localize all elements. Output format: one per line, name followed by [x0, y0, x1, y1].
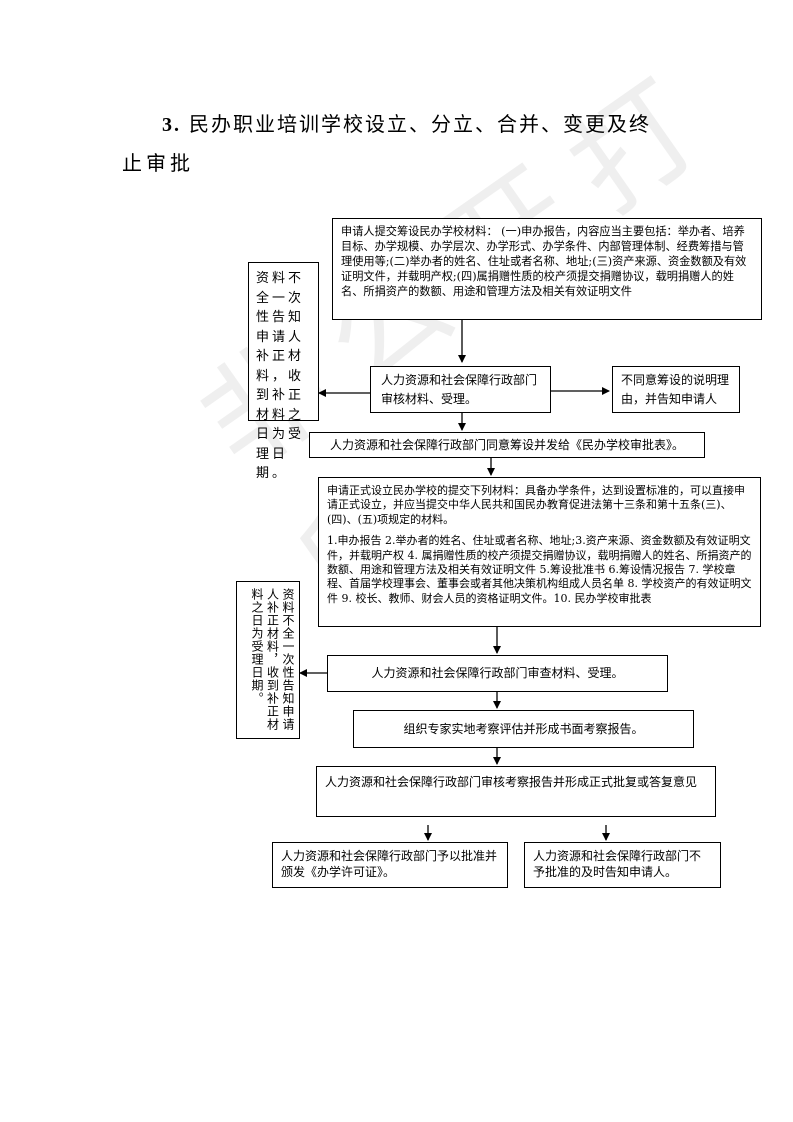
formal-apply-box: 申请正式设立民办学校的提交下列材料：具备办学条件，达到设置标准的，可以直接申请正… — [318, 477, 761, 627]
title-line-2: 止审批 — [122, 151, 194, 175]
title-line-1: 民办职业培训学校设立、分立、合并、变更及终 — [189, 112, 651, 136]
apply-materials-box: 申请人提交筹设民办学校材料： (一)申办报告，内容应当主要包括：举办者、培养目标… — [332, 218, 762, 320]
incomplete-notice-box-1: 资料不全一次性告知申请人补正材料，收到补正材料之日为受理日期。 — [248, 262, 319, 481]
formal-apply-intro: 申请正式设立民办学校的提交下列材料：具备办学条件，达到设置标准的，可以直接申请正… — [327, 484, 745, 526]
reject-final-box: 人力资源和社会保障行政部门不予批准的及时告知申请人。 — [524, 842, 721, 888]
incomplete-notice-box-2: 资料不全一次性告知申请人补正材料，收到补正材料之日为受理日期。 — [236, 581, 300, 739]
final-review-box: 人力资源和社会保障行政部门审核考察报告并形成正式批复或答复意见 — [316, 766, 716, 817]
formal-apply-list: 1.申办报告 2.举办者的姓名、住址或者名称、地址;3.资产来源、资金数额及有效… — [327, 534, 752, 605]
review-box-2: 人力资源和社会保障行政部门审查材料、受理。 — [327, 655, 668, 692]
reject-box-1: 不同意筹设的说明理由，并告知申请人 — [612, 366, 740, 413]
review-box-1: 人力资源和社会保障行政部门审核材料、受理。 — [370, 366, 551, 413]
section-number: 3. — [162, 114, 181, 136]
approve-prep-box: 人力资源和社会保障行政部门同意筹设并发给《民办学校审批表》。 — [309, 432, 705, 458]
approve-final-box: 人力资源和社会保障行政部门予以批准并颁发《办学许可证》。 — [272, 842, 508, 888]
expert-eval-box: 组织专家实地考察评估并形成书面考察报告。 — [353, 710, 694, 748]
page-title: 3. 民办职业培训学校设立、分立、合并、变更及终 — [162, 108, 651, 137]
